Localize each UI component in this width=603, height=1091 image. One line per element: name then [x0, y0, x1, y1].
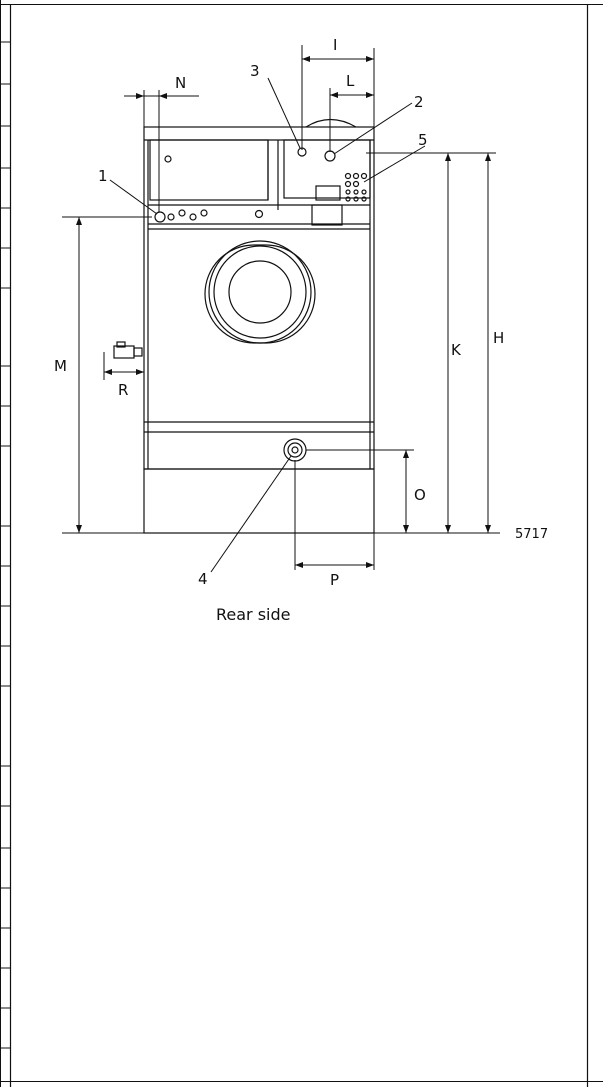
diagram-caption: Rear side — [216, 605, 291, 624]
dimension-lines — [62, 45, 500, 570]
callout-4: 4 — [198, 570, 208, 588]
callout-5: 5 — [418, 131, 428, 149]
callout-3: 3 — [250, 62, 260, 80]
callout-1: 1 — [98, 167, 108, 185]
dim-label-L: L — [346, 72, 355, 90]
machine-body — [113, 118, 375, 534]
dim-label-H: H — [493, 329, 504, 347]
dim-label-N: N — [175, 74, 186, 92]
margin-ticks — [0, 41, 10, 1049]
dim-label-M: M — [54, 357, 67, 375]
arrowheads — [76, 56, 491, 568]
dim-label-K: K — [451, 341, 462, 359]
dim-label-I: I — [333, 36, 337, 54]
callout-2: 2 — [414, 93, 424, 111]
figure-number: 5717 — [515, 527, 548, 542]
dim-label-R: R — [118, 381, 128, 399]
dim-label-P: P — [330, 571, 339, 589]
dim-label-O: O — [414, 486, 426, 504]
callout-leaders — [109, 77, 426, 573]
